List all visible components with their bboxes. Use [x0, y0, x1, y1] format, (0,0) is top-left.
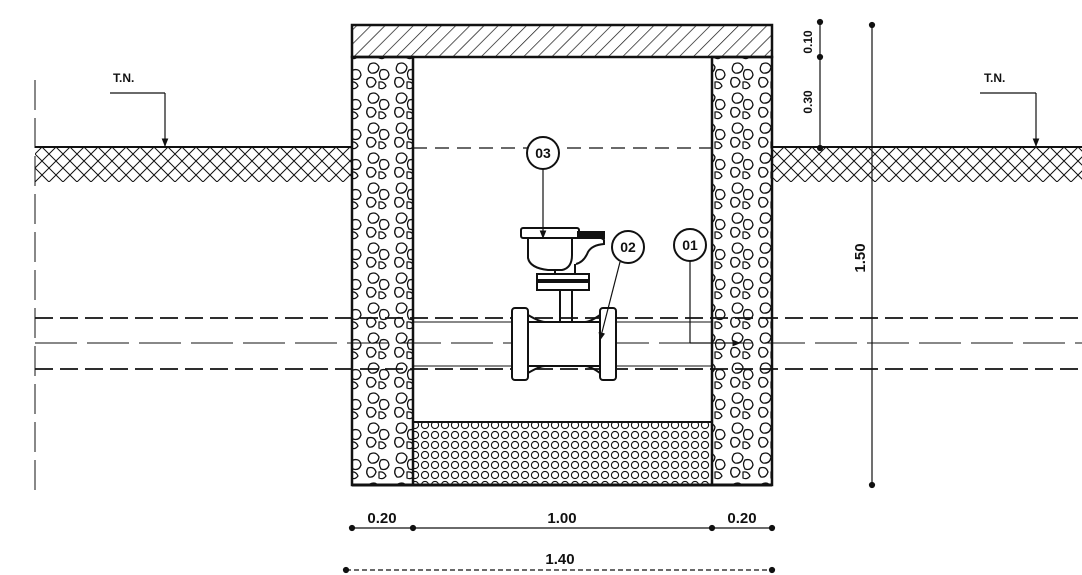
bell-right	[584, 314, 601, 374]
vertical-dimension-stack	[816, 18, 876, 489]
ground-left	[35, 147, 353, 182]
dim-slab-thickness: 0.10	[801, 30, 815, 54]
valve-chamber	[350, 23, 774, 487]
flange-right	[599, 307, 617, 381]
riser-flange-upper	[536, 273, 590, 281]
dim-total-height: 1.50	[852, 243, 869, 272]
valve-outlet	[575, 235, 605, 265]
ground-label-left: T.N.	[113, 71, 134, 85]
callout-03-label: 03	[535, 145, 551, 161]
callout-03: 03	[526, 136, 560, 239]
callout-02: 02	[598, 230, 645, 341]
ground-label-right: T.N.	[984, 71, 1005, 85]
callout-02-label: 02	[620, 239, 636, 255]
valve-assembly	[511, 227, 617, 381]
flange-left	[511, 307, 529, 381]
valve-handle	[577, 231, 605, 239]
callout-01-label: 01	[682, 237, 698, 253]
valve-cap	[520, 227, 580, 239]
left-wall	[350, 55, 415, 487]
ground-right	[772, 147, 1082, 182]
dim-left-wall: 0.20	[367, 510, 396, 527]
callout-01: 01	[673, 228, 741, 347]
bell-left	[527, 314, 546, 374]
right-wall	[710, 55, 774, 487]
riser-flange	[536, 281, 590, 291]
ground-level-marker-left: T.N.	[110, 71, 169, 147]
valve-body	[527, 237, 573, 271]
horizontal-dimension-line	[342, 524, 776, 574]
dim-interior-width: 1.00	[547, 510, 576, 527]
tee-body	[528, 322, 603, 366]
dim-total-width: 1.40	[545, 551, 574, 568]
gravel-base	[412, 421, 713, 486]
ground-level-marker-right: T.N.	[980, 71, 1040, 147]
ground-surface	[34, 80, 1082, 495]
dim-right-wall: 0.20	[727, 510, 756, 527]
top-slab	[350, 23, 774, 59]
dim-cover-depth: 0.30	[801, 90, 815, 114]
